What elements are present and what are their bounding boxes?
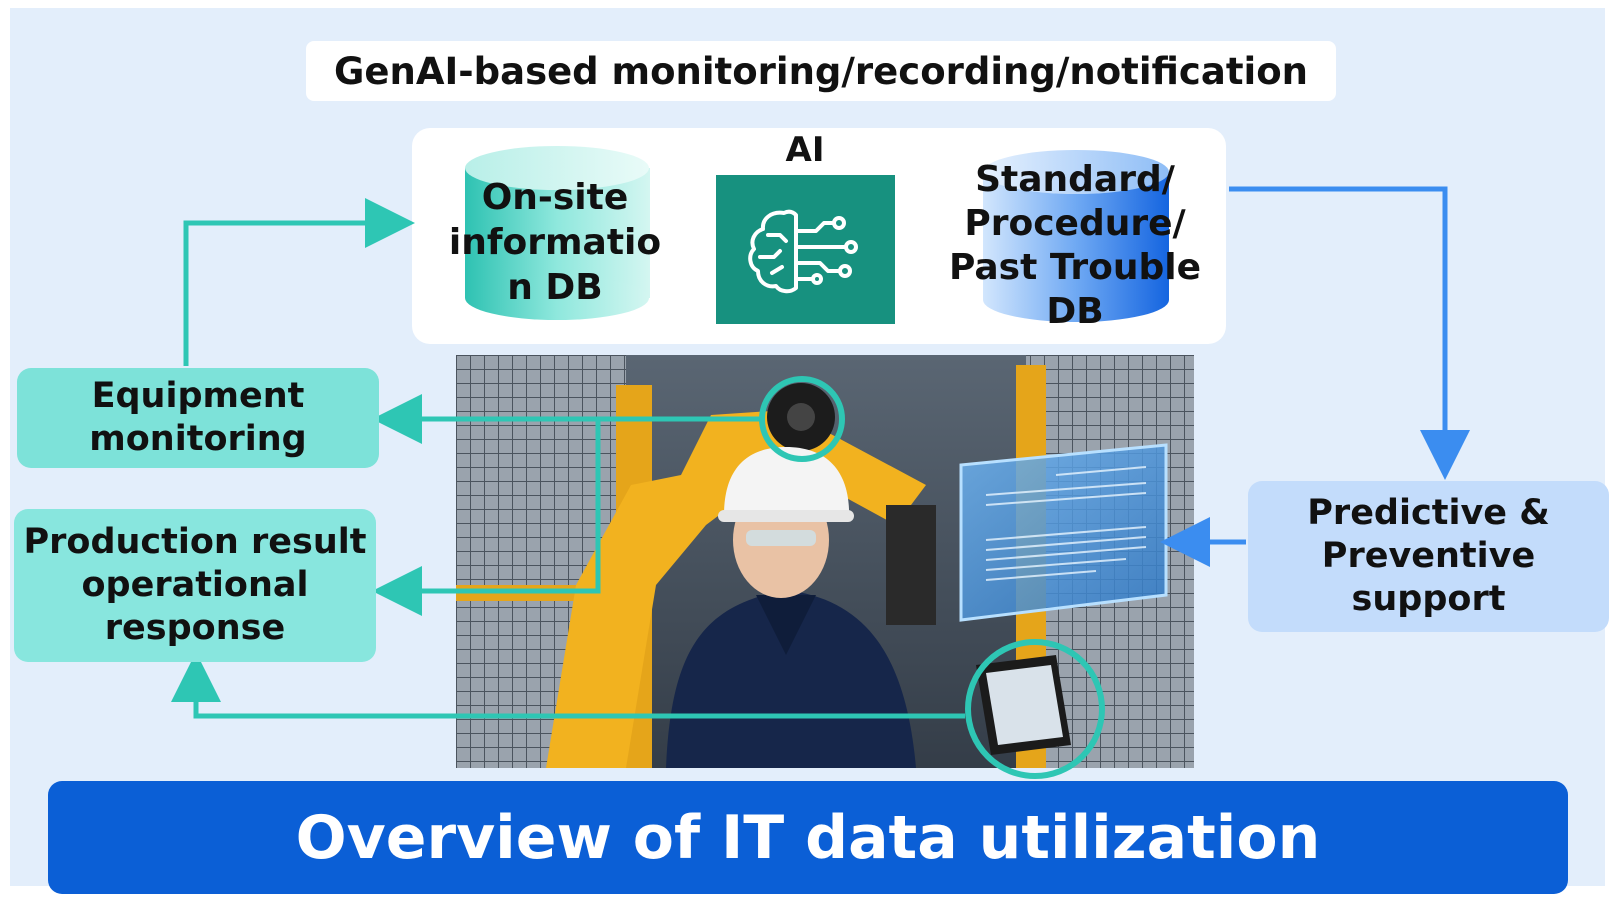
predictive-support-box: Predictive & Preventive support	[1248, 481, 1609, 632]
diagram-title: GenAI-based monitoring/recording/notific…	[306, 41, 1336, 101]
standard-db-label: Standard/ Procedure/ Past Trouble DB	[948, 159, 1202, 332]
equipment-monitoring-box: Equipment monitoring	[17, 368, 379, 468]
overview-banner: Overview of IT data utilization	[48, 781, 1568, 894]
ai-brain-circuit-icon	[716, 175, 895, 324]
factory-worker-robot-arm-photo	[456, 355, 1194, 768]
ai-label: AI	[785, 130, 825, 170]
production-result-box: Production result operational response	[14, 509, 376, 662]
onsite-db-label: On-site informatio n DB	[448, 177, 662, 308]
